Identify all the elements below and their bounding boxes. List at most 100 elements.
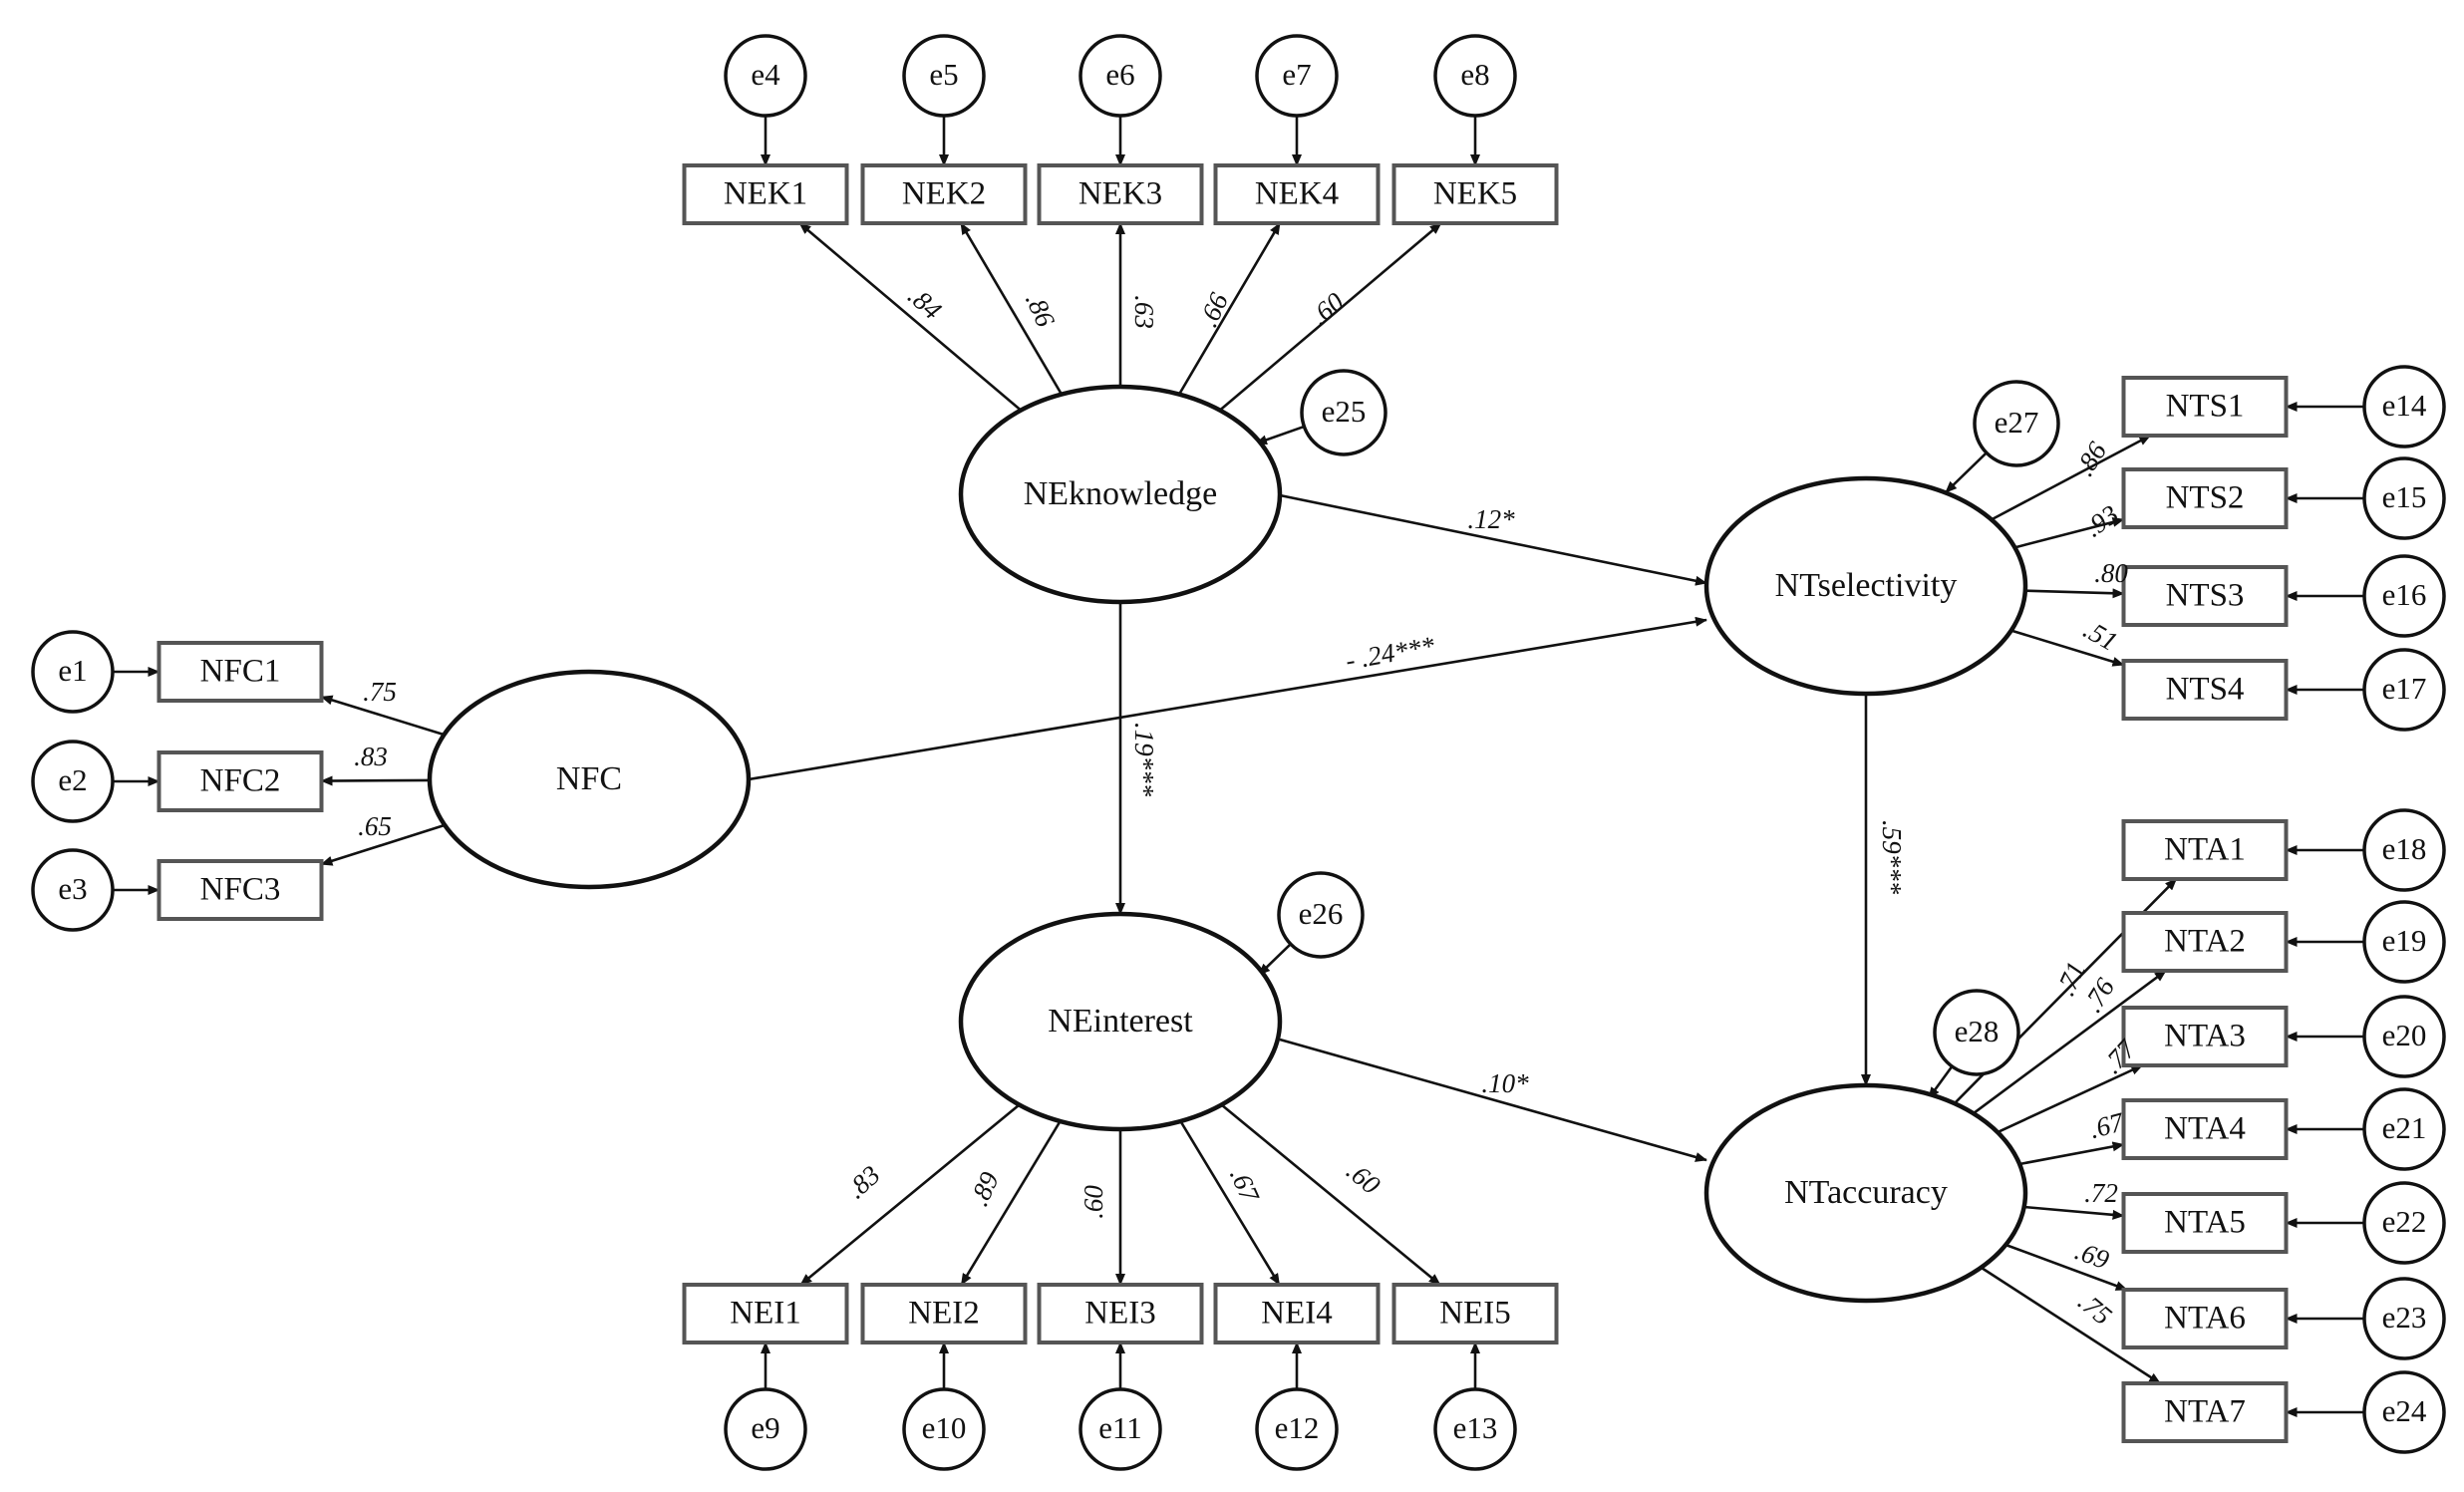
- error-e18-label: e18: [2382, 831, 2427, 866]
- latent-nek-ellipse: [958, 384, 1283, 605]
- error-e21-label: e21: [2382, 1110, 2427, 1145]
- indicator-nek1-box: [682, 163, 849, 225]
- indicator-nta7-box: [2121, 1381, 2289, 1443]
- indicator-nta2-label: NTA2: [2164, 924, 2246, 960]
- error-e15-label: e15: [2382, 479, 2427, 514]
- error-e3-circle: [31, 848, 115, 932]
- loading-label-nek1: .84: [902, 280, 947, 325]
- loading-arrow-nts4: [2010, 629, 2125, 667]
- structural-coef-nek-to-nts: .12*: [1467, 504, 1515, 534]
- indicator-nei1-label: NEI1: [730, 1296, 800, 1332]
- loading-label-nek2: .86: [1020, 288, 1061, 331]
- latent-nei-label: NEinterest: [1048, 1003, 1193, 1040]
- loading-label-nfc3: .65: [358, 811, 392, 841]
- loading-arrow-nfc1: [320, 695, 445, 737]
- indicator-nei4-label: NEI4: [1261, 1296, 1332, 1332]
- indicator-nts2-box: [2121, 467, 2289, 529]
- loading-label-nfc2: .83: [354, 742, 388, 771]
- indicator-nek5-box: [1391, 163, 1559, 225]
- indicator-nta1-label: NTA1: [2164, 832, 2246, 868]
- indicator-nta5-label: NTA5: [2164, 1205, 2246, 1241]
- error-e6-circle: [1078, 34, 1162, 118]
- disturbance-e27-circle: [1973, 380, 2060, 467]
- loading-arrow-nta6: [2004, 1243, 2128, 1292]
- indicator-nei2-label: NEI2: [908, 1296, 979, 1332]
- indicator-nei2-box: [860, 1283, 1028, 1344]
- loading-arrow-nta3: [1997, 1063, 2144, 1134]
- indicator-nei3-label: NEI3: [1084, 1296, 1155, 1332]
- indicator-nta1-box: [2121, 819, 2289, 881]
- disturbance-e28-circle: [1933, 989, 2020, 1076]
- loading-label-nei2: .89: [964, 1167, 1005, 1210]
- indicator-nts4-box: [2121, 659, 2289, 721]
- error-e10-circle: [902, 1387, 986, 1471]
- loading-arrow-nta7: [1980, 1266, 2162, 1385]
- indicator-nta6-box: [2121, 1288, 2289, 1349]
- loading-arrow-nta2: [1972, 969, 2167, 1115]
- error-e24-label: e24: [2382, 1393, 2427, 1428]
- structural-arrow-nei-to-nta: [1279, 1038, 1707, 1162]
- indicator-nts4-label: NTS4: [2166, 672, 2245, 708]
- loading-arrow-nts3: [2024, 588, 2125, 599]
- error-e22-label: e22: [2382, 1204, 2427, 1239]
- latent-nts-ellipse: [1703, 475, 2028, 697]
- error-e7-circle: [1255, 34, 1339, 118]
- error-e11-circle: [1078, 1387, 1162, 1471]
- error-e1-label: e1: [58, 653, 87, 688]
- disturbance-e28-label: e28: [1955, 1014, 2000, 1048]
- error-e12-label: e12: [1275, 1410, 1320, 1445]
- error-e15-circle: [2362, 456, 2446, 540]
- error-e9-circle: [724, 1387, 807, 1471]
- indicator-nei1-box: [682, 1283, 849, 1344]
- loading-arrow-nek2: [959, 222, 1064, 396]
- disturbance-e26-label: e26: [1299, 896, 1344, 931]
- error-e1-circle: [31, 630, 115, 714]
- latent-nfc-ellipse: [427, 669, 752, 890]
- structural-coef-nei-to-nta: .10*: [1481, 1068, 1529, 1098]
- error-e4-label: e4: [751, 57, 780, 92]
- latent-nta-ellipse: [1703, 1082, 2028, 1304]
- indicator-nfc1-label: NFC1: [200, 654, 281, 690]
- loading-label-nfc1: .75: [363, 677, 397, 707]
- error-e13-circle: [1433, 1387, 1517, 1471]
- error-e24-circle: [2362, 1370, 2446, 1454]
- loading-label-nei1: .83: [841, 1159, 886, 1204]
- indicator-nei5-label: NEI5: [1439, 1296, 1510, 1332]
- indicator-nek2-box: [860, 163, 1028, 225]
- error-e8-circle: [1433, 34, 1517, 118]
- loading-arrow-nei1: [799, 1103, 1021, 1287]
- indicator-nfc3-label: NFC3: [200, 872, 281, 908]
- error-e16-label: e16: [2382, 577, 2427, 612]
- indicator-nta7-label: NTA7: [2164, 1394, 2246, 1430]
- error-e20-circle: [2362, 995, 2446, 1078]
- loading-label-nta5: .72: [2084, 1178, 2118, 1208]
- error-e23-circle: [2362, 1277, 2446, 1360]
- loading-arrow-nei4: [1179, 1120, 1281, 1286]
- disturbance-e25-circle: [1300, 369, 1387, 456]
- loading-arrow-nei2: [960, 1120, 1062, 1286]
- indicator-nta4-label: NTA4: [2164, 1111, 2246, 1147]
- disturbance-e25-label: e25: [1322, 394, 1367, 429]
- latent-nta-label: NTaccuracy: [1784, 1174, 1948, 1211]
- error-e3-label: e3: [58, 871, 87, 906]
- indicator-nek2-label: NEK2: [902, 176, 986, 212]
- indicator-nei3-box: [1037, 1283, 1204, 1344]
- indicator-nfc2-box: [156, 750, 324, 812]
- indicator-nta2-box: [2121, 911, 2289, 973]
- loading-arrow-nta4: [2018, 1141, 2125, 1166]
- error-e4-circle: [724, 34, 807, 118]
- structural-coef-nek-to-nei: .19***: [1129, 723, 1159, 797]
- loading-label-nta6: .69: [2071, 1236, 2113, 1276]
- loading-arrow-nei5: [1220, 1103, 1441, 1287]
- structural-coef-nfc-to-nts: - .24***: [1344, 631, 1437, 676]
- loading-arrow-nek5: [1218, 222, 1442, 412]
- indicator-nts2-label: NTS2: [2166, 480, 2245, 516]
- indicator-nta3-box: [2121, 1006, 2289, 1067]
- loading-label-nei3: .60: [1078, 1185, 1108, 1219]
- structural-arrow-nfc-to-nts: [748, 616, 1707, 781]
- error-e18-circle: [2362, 808, 2446, 892]
- latent-nfc-label: NFC: [556, 760, 622, 797]
- indicator-nta3-label: NTA3: [2164, 1019, 2246, 1054]
- loading-arrow-nts1: [1991, 434, 2152, 521]
- indicator-nfc2-label: NFC2: [200, 763, 281, 799]
